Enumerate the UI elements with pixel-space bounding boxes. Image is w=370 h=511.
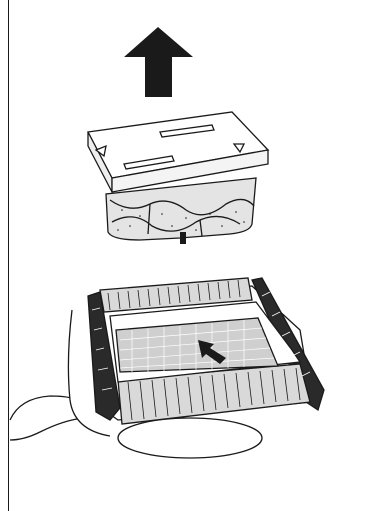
up-arrow-icon [124, 27, 193, 97]
robot-cleaner-body [10, 278, 324, 458]
filter-bag-assembly [88, 112, 268, 244]
